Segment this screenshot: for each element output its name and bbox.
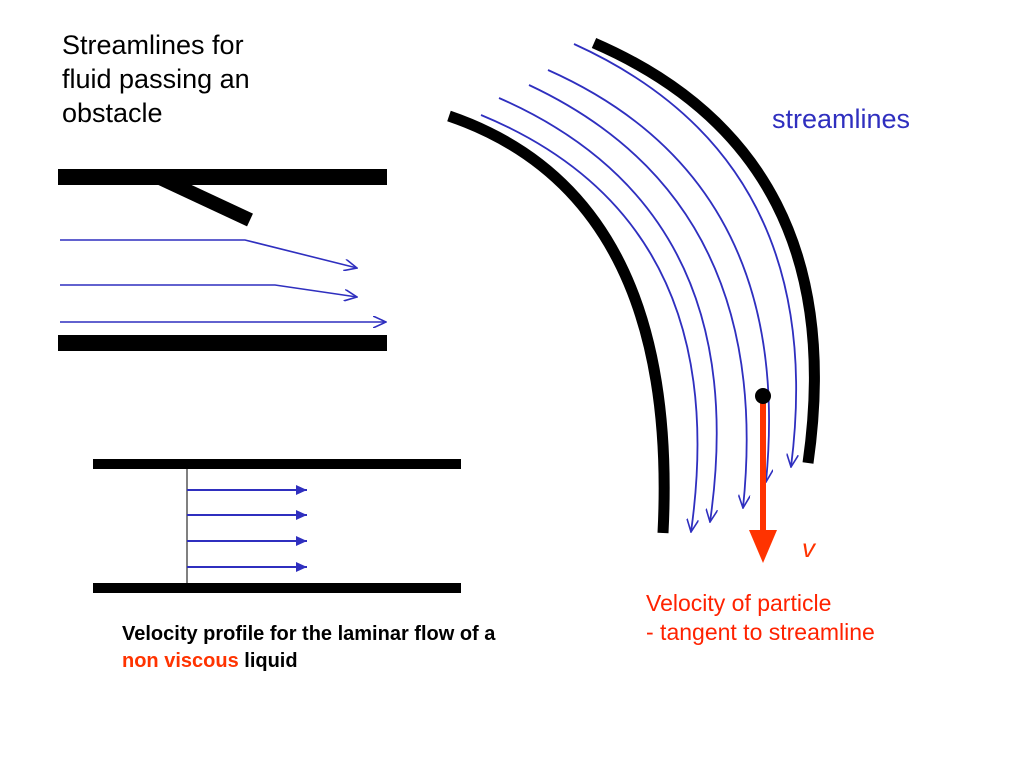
obstacle-channel — [58, 169, 387, 351]
profile-caption-highlight: non viscous — [122, 650, 239, 672]
diagram-title: Streamlines for fluid passing an obstacl… — [62, 30, 250, 128]
curved-channel-outer-wall — [591, 37, 820, 464]
curved-streamline — [528, 84, 747, 508]
curved-channel-inner-wall — [447, 110, 670, 534]
obstacle-plate — [157, 171, 253, 227]
streamlines-label: streamlines — [772, 104, 911, 134]
profile-channel-top-wall — [93, 459, 461, 469]
curved-streamline — [498, 97, 717, 522]
velocity-arrow-head — [749, 530, 777, 563]
obstacle-channel-bottom-wall — [58, 335, 387, 351]
obstacle-streamline-1 — [60, 239, 357, 268]
profile-channel-bottom-wall — [93, 583, 461, 593]
curved-streamline — [547, 69, 769, 482]
profile-caption: Velocity profile for the laminar flow of… — [122, 621, 522, 675]
obstacle-channel-top-wall — [58, 169, 387, 185]
laminar-profile-channel — [93, 459, 461, 593]
obstacle-streamline-2 — [60, 284, 357, 297]
profile-caption-text: Velocity profile for the laminar flow of… — [122, 623, 496, 645]
curved-streamline — [480, 114, 697, 532]
fluid-particle — [755, 388, 771, 404]
velocity-caption: Velocity of particle - tangent to stream… — [646, 590, 875, 645]
curved-streamline — [573, 43, 796, 467]
profile-caption-text-end: liquid — [238, 650, 298, 672]
curved-channel — [447, 37, 820, 563]
velocity-symbol: v — [802, 533, 815, 563]
